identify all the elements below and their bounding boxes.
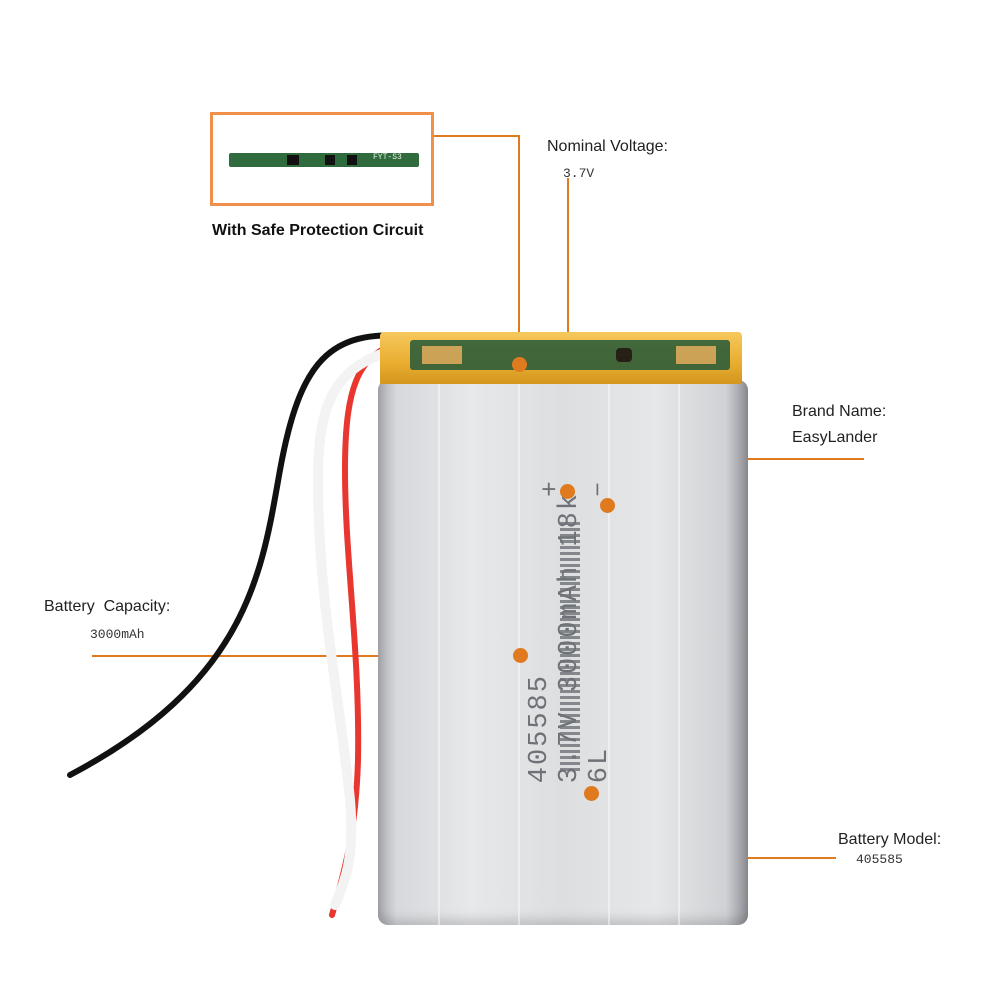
- pcb-marking: FYT-S3: [373, 153, 402, 162]
- protection-circuit-frame: FYT-S3: [210, 112, 434, 206]
- protection-circuit-board: FYT-S3: [229, 153, 419, 167]
- battery-barcode: [560, 522, 580, 772]
- voltage-value: 3.7V: [563, 166, 595, 181]
- voltage-dot: [560, 484, 575, 499]
- brand-value: EasyLander: [792, 429, 878, 446]
- battery-pcb-strip: [410, 340, 730, 370]
- model-value: 405585: [856, 852, 903, 867]
- voltage-title: Nominal Voltage:: [547, 138, 668, 155]
- protection-leader-line: [434, 135, 520, 364]
- brand-dot: [600, 498, 615, 513]
- capacity-value: 3000mAh: [90, 627, 145, 642]
- protection-caption: With Safe Protection Circuit: [212, 222, 424, 239]
- pcb-chip: [325, 155, 335, 165]
- brand-title: Brand Name:: [792, 403, 887, 420]
- print-model: 405585: [525, 674, 555, 784]
- model-dot: [584, 786, 599, 801]
- pcb-component: [676, 346, 716, 364]
- pcb-chip: [287, 155, 299, 165]
- capacity-title: Battery Capacity:: [44, 598, 171, 615]
- capacity-dot: [513, 648, 528, 663]
- print-code: 6L: [585, 746, 615, 784]
- polarity-plus: +: [541, 476, 557, 506]
- model-title: Battery Model:: [838, 831, 942, 848]
- pcb-chip: [347, 155, 357, 165]
- white-wire: [312, 341, 417, 910]
- black-wire: [67, 332, 411, 778]
- pcb-component: [422, 346, 462, 364]
- pcb-component: [616, 348, 632, 362]
- protection-dot: [512, 357, 527, 372]
